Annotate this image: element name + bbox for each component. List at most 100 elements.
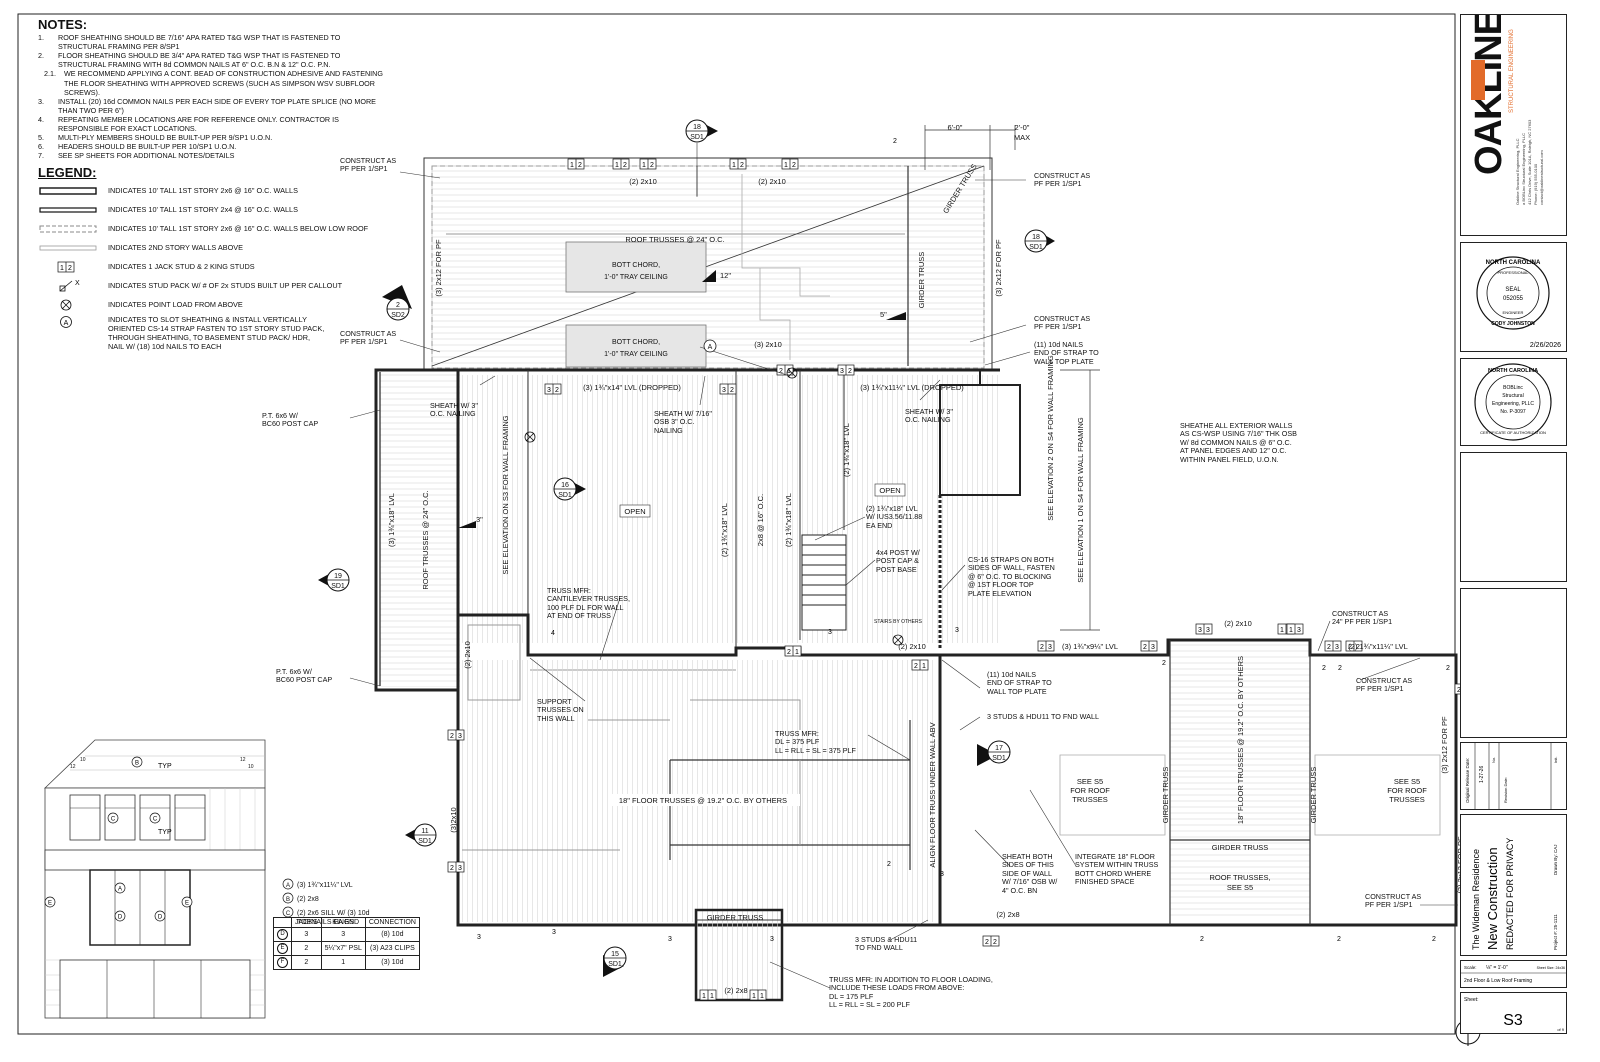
- note-item: 5.MULTI-PLY MEMBERS SHOULD BE BUILT-UP P…: [38, 133, 273, 143]
- title-logo-panel: OAKLINE STRUCTURAL ENGINEERING Oakline S…: [1460, 14, 1567, 236]
- svg-text:SD1: SD1: [992, 755, 1006, 762]
- seal-state: NORTH CAROLINA: [1486, 260, 1541, 266]
- callout-sheath: SHEATH W/ 3" O.C. NAILING: [430, 401, 478, 419]
- legend-swatch: [39, 187, 97, 195]
- open-label: OPEN: [624, 507, 645, 516]
- svg-text:1: 1: [642, 162, 646, 169]
- redacted-text: REDACTED FOR PRIVACY: [1505, 838, 1515, 950]
- callout-sheath-osb: SHEATH W/ 7/16" OSB 3" O.C. NAILING: [654, 409, 712, 435]
- elev-pitch: 12: [240, 757, 246, 763]
- table-header: JACKS: [291, 917, 322, 928]
- svg-text:1: 1: [1280, 627, 1284, 634]
- project-type: New Construction: [1485, 847, 1500, 950]
- svg-text:3: 3: [840, 368, 844, 375]
- svg-text:18: 18: [1032, 234, 1040, 241]
- callout-lvl-ius: (2) 1¾"x18" LVL W/ IUS3.56/11.88 EA END: [866, 504, 923, 530]
- svg-text:E: E: [185, 901, 189, 907]
- svg-text:C: C: [286, 911, 291, 917]
- svg-text:2: 2: [848, 368, 852, 375]
- svg-text:2: 2: [396, 302, 400, 309]
- pitch-symbols: [458, 270, 906, 528]
- project-name: The Wideman Residence: [1471, 849, 1481, 950]
- section-marker[interactable]: 16 SD1: [553, 477, 586, 501]
- svg-text:D: D: [118, 915, 123, 921]
- note-item: 2.FLOOR SHEATHING SHOULD BE 3/4" APA RAT…: [38, 51, 341, 70]
- svg-text:2: 2: [555, 387, 559, 394]
- girder-label: GIRDER TRUSS: [707, 913, 764, 922]
- dim-number: 2: [893, 138, 897, 145]
- svg-text:2: 2: [1348, 644, 1352, 651]
- svg-text:D: D: [158, 915, 163, 921]
- section-marker[interactable]: 11 SD1: [405, 823, 437, 847]
- svg-text:A: A: [708, 344, 713, 351]
- section-marker[interactable]: 17 SD1: [977, 740, 1011, 766]
- svg-text:2: 2: [1457, 687, 1461, 694]
- dim-number: 2: [1432, 936, 1436, 943]
- dim-number: 3: [940, 871, 944, 878]
- pf-label: (3) 2x12 FOR PF: [1440, 716, 1449, 774]
- sheet-of: of 9: [1557, 1027, 1564, 1032]
- svg-text:18: 18: [693, 124, 701, 131]
- sheet-label: Sheet:: [1464, 997, 1478, 1003]
- svg-text:19: 19: [334, 573, 342, 580]
- main-floor-block: [456, 613, 942, 927]
- note-item: 4.REPEATING MEMBER LOCATIONS ARE FOR REF…: [38, 114, 339, 134]
- callout-truss-mfr: TRUSS MFR: CANTILEVER TRUSSES, 100 PLF D…: [547, 586, 630, 621]
- svg-text:B: B: [135, 761, 139, 767]
- legend-swatch: [39, 245, 97, 251]
- seal-prof: PROFESSIONAL: [1497, 270, 1529, 275]
- see-s5: FOR ROOF: [1387, 786, 1427, 795]
- lvl-label: (3) 1¾"x11¼" LVL (DROPPED): [860, 383, 964, 392]
- callout-truss-mfr-dl: TRUSS MFR: DL = 375 PLF LL = RLL = SL = …: [775, 729, 856, 755]
- notes-panel: NOTES: 1.ROOF SHEATHING SHOULD BE 7/16" …: [38, 18, 388, 351]
- elev-tag: B: [131, 756, 143, 768]
- svg-text:3: 3: [1198, 627, 1202, 634]
- coa-state: NORTH CAROLINA: [1488, 368, 1538, 374]
- section-marker[interactable]: 18 SD1: [1024, 229, 1055, 253]
- svg-text:SD1: SD1: [558, 492, 572, 499]
- lvl-label: (2) 1¾"x11¼" LVL: [1348, 642, 1408, 651]
- firm-line: 412 Chris Drive, Suite 101A, Raleigh, NC…: [1527, 119, 1532, 205]
- floor-trusses-label: 18" FLOOR TRUSSES @ 19.2" O.C. BY OTHERS: [1236, 656, 1245, 824]
- floor-trusses-label: 18" FLOOR TRUSSES @ 19.2" O.C. BY OTHERS: [619, 796, 787, 805]
- logo-accent: [1471, 60, 1485, 100]
- svg-text:1: 1: [1289, 627, 1293, 634]
- svg-text:2: 2: [985, 939, 989, 946]
- dim-number: 3: [668, 936, 672, 943]
- section-marker[interactable]: 2 SD2: [382, 285, 412, 321]
- elev-pitch: 10: [248, 764, 254, 770]
- elev-key-text: (3) 1¾"x11¼" LVL: [297, 882, 353, 889]
- svg-text:X: X: [75, 280, 80, 287]
- notes-list: 1.ROOF SHEATHING SHOULD BE 7/16" APA RAT…: [38, 33, 388, 160]
- see-s5: SEE S5: [1077, 777, 1103, 786]
- note-item: 1.ROOF SHEATHING SHOULD BE 7/16" APA RAT…: [38, 33, 341, 52]
- rev-header: No.: [1491, 757, 1496, 763]
- callout-nails: (11) 10d NAILS END OF STRAP TO WALL TOP …: [987, 670, 1052, 696]
- section-marker[interactable]: 18 SD1: [685, 119, 718, 143]
- pf-label: (3) 2x12 FOR PF: [434, 239, 443, 297]
- callout-post: 4x4 POST W/ POST CAP & POST BASE: [876, 548, 920, 574]
- section-marker[interactable]: 15 SD1: [603, 946, 627, 977]
- girder-truss-v: GIRDER TRUSS: [917, 252, 926, 309]
- coa-firm: Structural: [1502, 393, 1523, 399]
- lvl-label: (2) 1¾"x18" LVL: [842, 423, 851, 477]
- svg-text:2: 2: [740, 162, 744, 169]
- blank-panel-2: [1460, 588, 1567, 738]
- svg-text:SD2: SD2: [391, 312, 405, 319]
- scale-panel: Scale: ⅛" = 1'-0" Sheet Size: 24x36 2nd …: [1460, 960, 1567, 988]
- section-marker[interactable]: 19 SD1: [318, 568, 350, 592]
- svg-text:1: 1: [570, 162, 574, 169]
- callout-pt-post: P.T. 6x6 W/ BC60 POST CAP: [262, 411, 319, 429]
- svg-text:TYP: TYP: [158, 829, 172, 836]
- dim-number: 3: [770, 936, 774, 943]
- elev-key-text: (2) 2x6 SILL W/ (3) 10d: [297, 910, 370, 917]
- coa-text: CERTIFICATE OF AUTHORIZATION: [1480, 430, 1546, 435]
- see-s5: FOR ROOF: [1070, 786, 1110, 795]
- callout-sheath-both: SHEATH BOTH SIDES OF THIS SIDE OF WALL W…: [1002, 852, 1058, 895]
- elev-tag: E: [181, 896, 193, 908]
- legend-item: INDICATES POINT LOAD FROM ABOVE: [38, 296, 388, 315]
